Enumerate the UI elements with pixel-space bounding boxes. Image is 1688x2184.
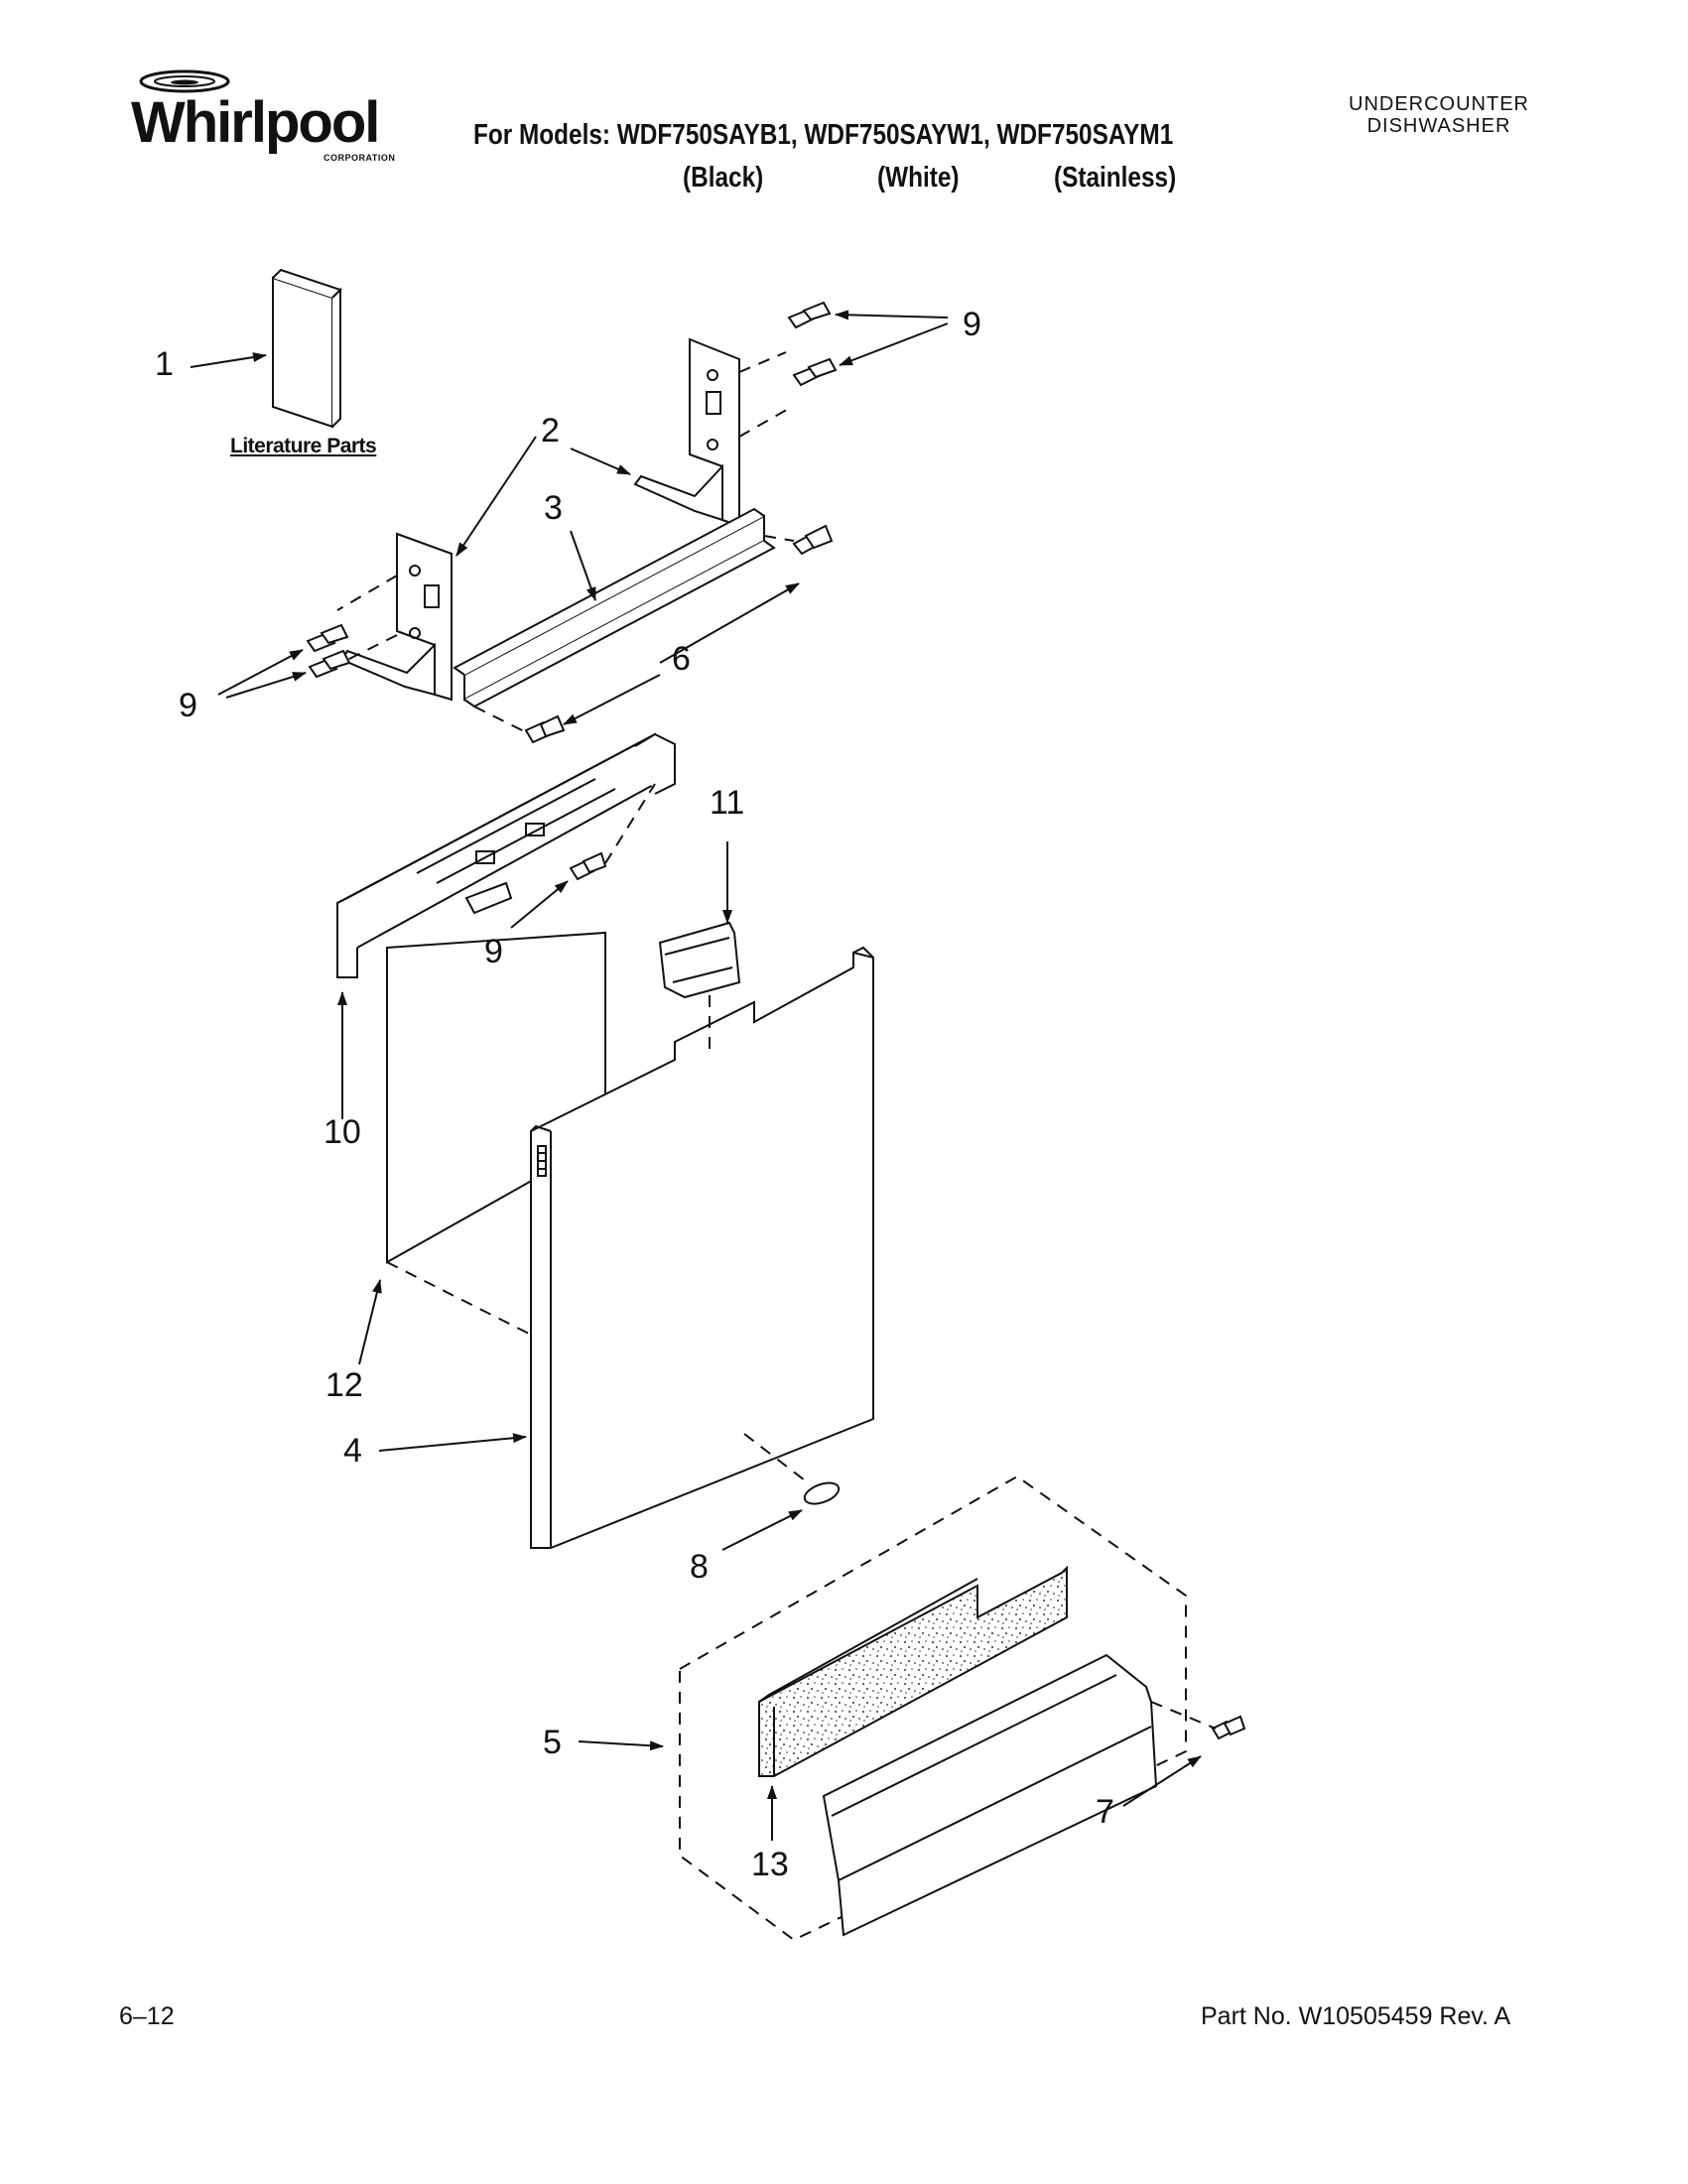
footer-date: 6–12 [119,2002,175,2030]
outer-door-panel [530,946,874,1549]
screw-upper-a [787,301,832,329]
callout-5: 5 [543,1724,562,1761]
screw-channel-left [524,714,566,744]
doc-type-line-2: DISHWASHER [1366,115,1511,137]
brand-wordmark: Whirlpool [131,90,380,155]
callout-6: 6 [672,640,691,678]
callout-7: 7 [1096,1793,1114,1831]
callout-9-top: 9 [963,306,981,343]
callout-2: 2 [541,412,560,450]
color-black: (Black) [683,162,764,193]
alignment-lines [336,351,1217,1730]
screw-housing [569,851,607,881]
callout-9-left: 9 [179,687,197,724]
toekick-screw [1211,1715,1246,1740]
callout-10: 10 [324,1113,361,1151]
toekick-panel [822,1653,1158,1937]
control-housing [336,732,676,978]
crossbar-channel [453,507,776,708]
badge-oval [803,1481,841,1505]
toekick-kit-outline [679,1475,1187,1942]
callout-12: 12 [325,1366,363,1404]
side-bracket-upper [633,337,740,528]
literature-booklet [272,268,342,429]
callout-11: 11 [710,784,745,822]
doc-type: UNDERCOUNTER DISHWASHER [1320,93,1558,137]
screw-channel-right [792,524,834,556]
footer-part-number: Part No. W10505459 Rev. A [1201,2002,1511,2030]
callout-9-housing: 9 [484,933,503,970]
brand-corporation: CORPORATION [324,153,396,163]
leader-lines [190,310,1202,1841]
callout-8: 8 [690,1548,709,1586]
logo-swoosh-icon [139,69,230,93]
models-line: For Models: WDF750SAYB1, WDF750SAYW1, WD… [473,119,1174,151]
screw-left-b [308,649,351,679]
callout-3: 3 [544,489,563,527]
color-stainless: (Stainless) [1054,162,1177,193]
color-white: (White) [877,162,960,193]
screw-upper-b [792,357,838,387]
door-handle-pocket [658,921,741,999]
callout-4: 4 [343,1432,362,1470]
doc-type-line-1: UNDERCOUNTER [1349,93,1529,115]
side-bracket-lower [340,532,453,702]
screw-left-a [306,623,349,653]
brand-logo: Whirlpool CORPORATION [129,62,397,171]
literature-parts-label: Literature Parts [230,435,377,457]
callout-1: 1 [155,345,174,383]
callout-13: 13 [751,1846,789,1883]
foam-strip [758,1565,1068,1777]
